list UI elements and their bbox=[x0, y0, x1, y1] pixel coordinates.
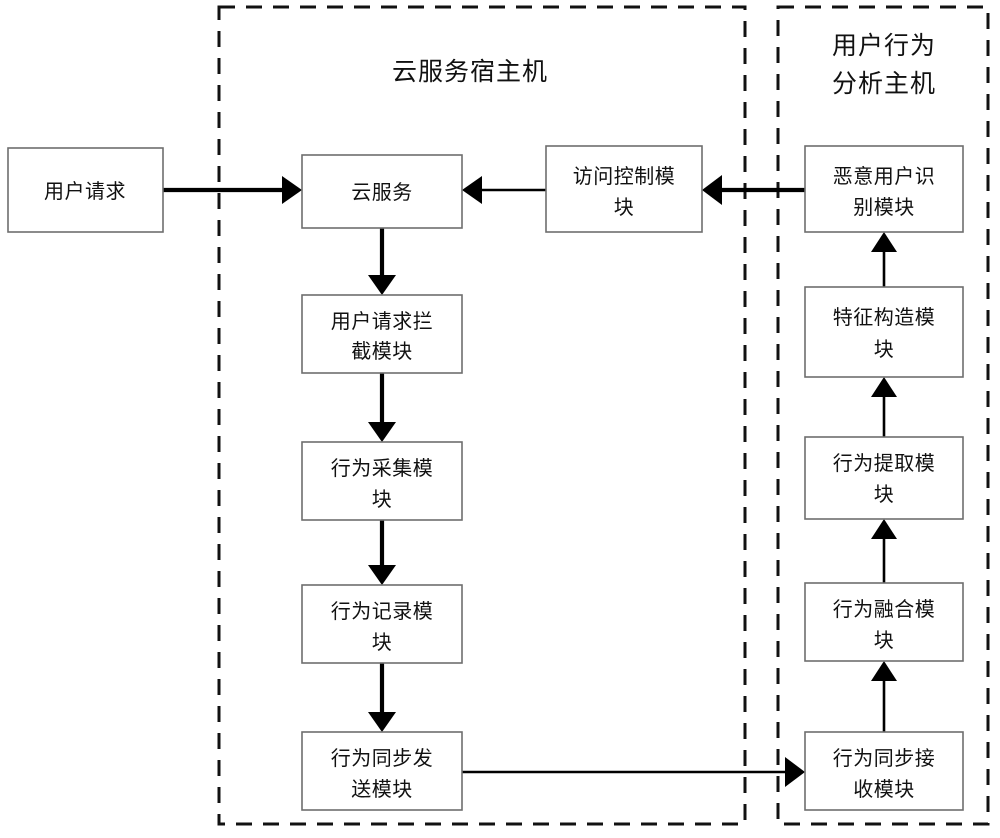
node-behavior-record-module[interactable]: 行为记录模 块 bbox=[301, 584, 463, 664]
edge-feature-construct-to-malicious-user bbox=[871, 232, 897, 287]
node-user-request-label-line1: 用户请求 bbox=[44, 179, 126, 203]
node-behavior-sync-send-module-box[interactable] bbox=[301, 731, 463, 811]
edge-malicious-user-to-access-control-arrowhead bbox=[702, 175, 722, 205]
edge-malicious-user-to-access-control bbox=[702, 175, 805, 205]
node-behavior-collect-module[interactable]: 行为采集模 块 bbox=[301, 441, 463, 521]
node-behavior-sync-recv-module-box[interactable] bbox=[804, 731, 964, 811]
node-behavior-sync-recv-module[interactable]: 行为同步接 收模块 bbox=[804, 731, 964, 811]
edge-access-control-to-cloud-service bbox=[462, 176, 546, 204]
node-access-control-module-label-line2: 块 bbox=[614, 195, 635, 219]
node-feature-construct-module[interactable]: 特征构造模 块 bbox=[804, 286, 964, 378]
node-behavior-fusion-module-label-line1: 行为融合模 bbox=[833, 597, 936, 621]
node-behavior-collect-module-box[interactable] bbox=[301, 441, 463, 521]
node-access-control-module-box[interactable] bbox=[545, 145, 703, 233]
node-user-request-box[interactable] bbox=[7, 147, 164, 233]
edge-behavior-collect-to-behavior-record-arrowhead bbox=[368, 565, 396, 585]
node-behavior-extract-module-label-line2: 块 bbox=[874, 482, 895, 506]
node-cloud-service[interactable]: 云服务 bbox=[301, 154, 463, 229]
node-behavior-record-module-box[interactable] bbox=[301, 584, 463, 664]
panel-cloud-service-host-title: 云服务宿主机 bbox=[392, 57, 548, 86]
edge-behavior-fusion-to-behavior-extract bbox=[871, 519, 897, 583]
edge-cloud-service-to-request-intercept bbox=[368, 228, 396, 295]
node-behavior-extract-module[interactable]: 行为提取模 块 bbox=[804, 436, 964, 520]
node-user-request-intercept-label-line1: 用户请求拦 bbox=[331, 309, 434, 333]
panel-user-behavior-analysis-host-title-line1: 用户行为 bbox=[832, 31, 936, 60]
node-behavior-collect-module-label-line1: 行为采集模 bbox=[331, 456, 434, 480]
panel-user-behavior-analysis-host: 用户行为 分析主机 bbox=[776, 5, 990, 826]
node-feature-construct-module-box[interactable] bbox=[804, 286, 964, 378]
edge-access-control-to-cloud-service-arrowhead bbox=[462, 176, 482, 204]
node-behavior-record-module-label-line2: 块 bbox=[372, 630, 393, 654]
edge-user-request-to-cloud-service bbox=[163, 176, 302, 204]
edge-sync-send-to-sync-recv bbox=[462, 757, 805, 787]
node-cloud-service-box[interactable] bbox=[301, 154, 463, 229]
edge-sync-send-to-sync-recv-arrowhead bbox=[785, 757, 805, 787]
edge-cloud-service-to-request-intercept-arrowhead bbox=[368, 275, 396, 295]
edge-sync-recv-to-behavior-fusion bbox=[871, 661, 897, 732]
node-behavior-fusion-module[interactable]: 行为融合模 块 bbox=[804, 582, 964, 662]
edge-request-intercept-to-behavior-collect bbox=[368, 373, 396, 442]
node-behavior-extract-module-box[interactable] bbox=[804, 436, 964, 520]
node-behavior-sync-recv-module-label-line1: 行为同步接 bbox=[833, 746, 936, 770]
edge-behavior-extract-to-feature-construct-arrowhead bbox=[871, 377, 897, 397]
edge-request-intercept-to-behavior-collect-arrowhead bbox=[368, 422, 396, 442]
panel-user-behavior-analysis-host-title-line2: 分析主机 bbox=[832, 69, 936, 98]
node-user-request[interactable]: 用户请求 bbox=[7, 147, 164, 233]
node-user-request-intercept[interactable]: 用户请求拦 截模块 bbox=[301, 294, 463, 374]
node-user-request-intercept-label-line2: 截模块 bbox=[351, 339, 413, 363]
edge-sync-recv-to-behavior-fusion-arrowhead bbox=[871, 661, 897, 681]
node-feature-construct-module-label-line1: 特征构造模 bbox=[833, 305, 936, 329]
node-feature-construct-module-label-line2: 块 bbox=[874, 337, 895, 361]
edge-behavior-record-to-sync-send bbox=[368, 663, 396, 732]
node-behavior-fusion-module-box[interactable] bbox=[804, 582, 964, 662]
node-access-control-module[interactable]: 访问控制模 块 bbox=[545, 145, 703, 233]
panel-cloud-service-host: 云服务宿主机 bbox=[217, 5, 747, 826]
node-malicious-user-id-module[interactable]: 恶意用户识 别模块 bbox=[804, 145, 964, 233]
node-behavior-collect-module-label-line2: 块 bbox=[372, 487, 393, 511]
node-cloud-service-label-line1: 云服务 bbox=[351, 180, 413, 204]
node-malicious-user-id-module-label-line1: 恶意用户识 bbox=[833, 164, 936, 188]
node-behavior-sync-recv-module-label-line2: 收模块 bbox=[853, 777, 915, 801]
edge-behavior-fusion-to-behavior-extract-arrowhead bbox=[871, 519, 897, 539]
node-behavior-sync-send-module-label-line2: 送模块 bbox=[351, 777, 413, 801]
node-behavior-sync-send-module-label-line1: 行为同步发 bbox=[331, 746, 434, 770]
edge-behavior-extract-to-feature-construct bbox=[871, 377, 897, 437]
node-access-control-module-label-line1: 访问控制模 bbox=[573, 164, 676, 188]
node-behavior-extract-module-label-line1: 行为提取模 bbox=[833, 451, 936, 475]
node-behavior-record-module-label-line1: 行为记录模 bbox=[331, 599, 434, 623]
node-malicious-user-id-module-box[interactable] bbox=[804, 145, 964, 233]
node-behavior-sync-send-module[interactable]: 行为同步发 送模块 bbox=[301, 731, 463, 811]
node-malicious-user-id-module-label-line2: 别模块 bbox=[853, 195, 915, 219]
edge-user-request-to-cloud-service-arrowhead bbox=[282, 176, 302, 204]
node-user-request-intercept-box[interactable] bbox=[301, 294, 463, 374]
node-behavior-fusion-module-label-line2: 块 bbox=[874, 628, 895, 652]
panel-cloud-service-host-border bbox=[217, 5, 747, 826]
edge-feature-construct-to-malicious-user-arrowhead bbox=[871, 232, 897, 252]
edge-behavior-collect-to-behavior-record bbox=[368, 520, 396, 585]
edge-behavior-record-to-sync-send-arrowhead bbox=[368, 712, 396, 732]
